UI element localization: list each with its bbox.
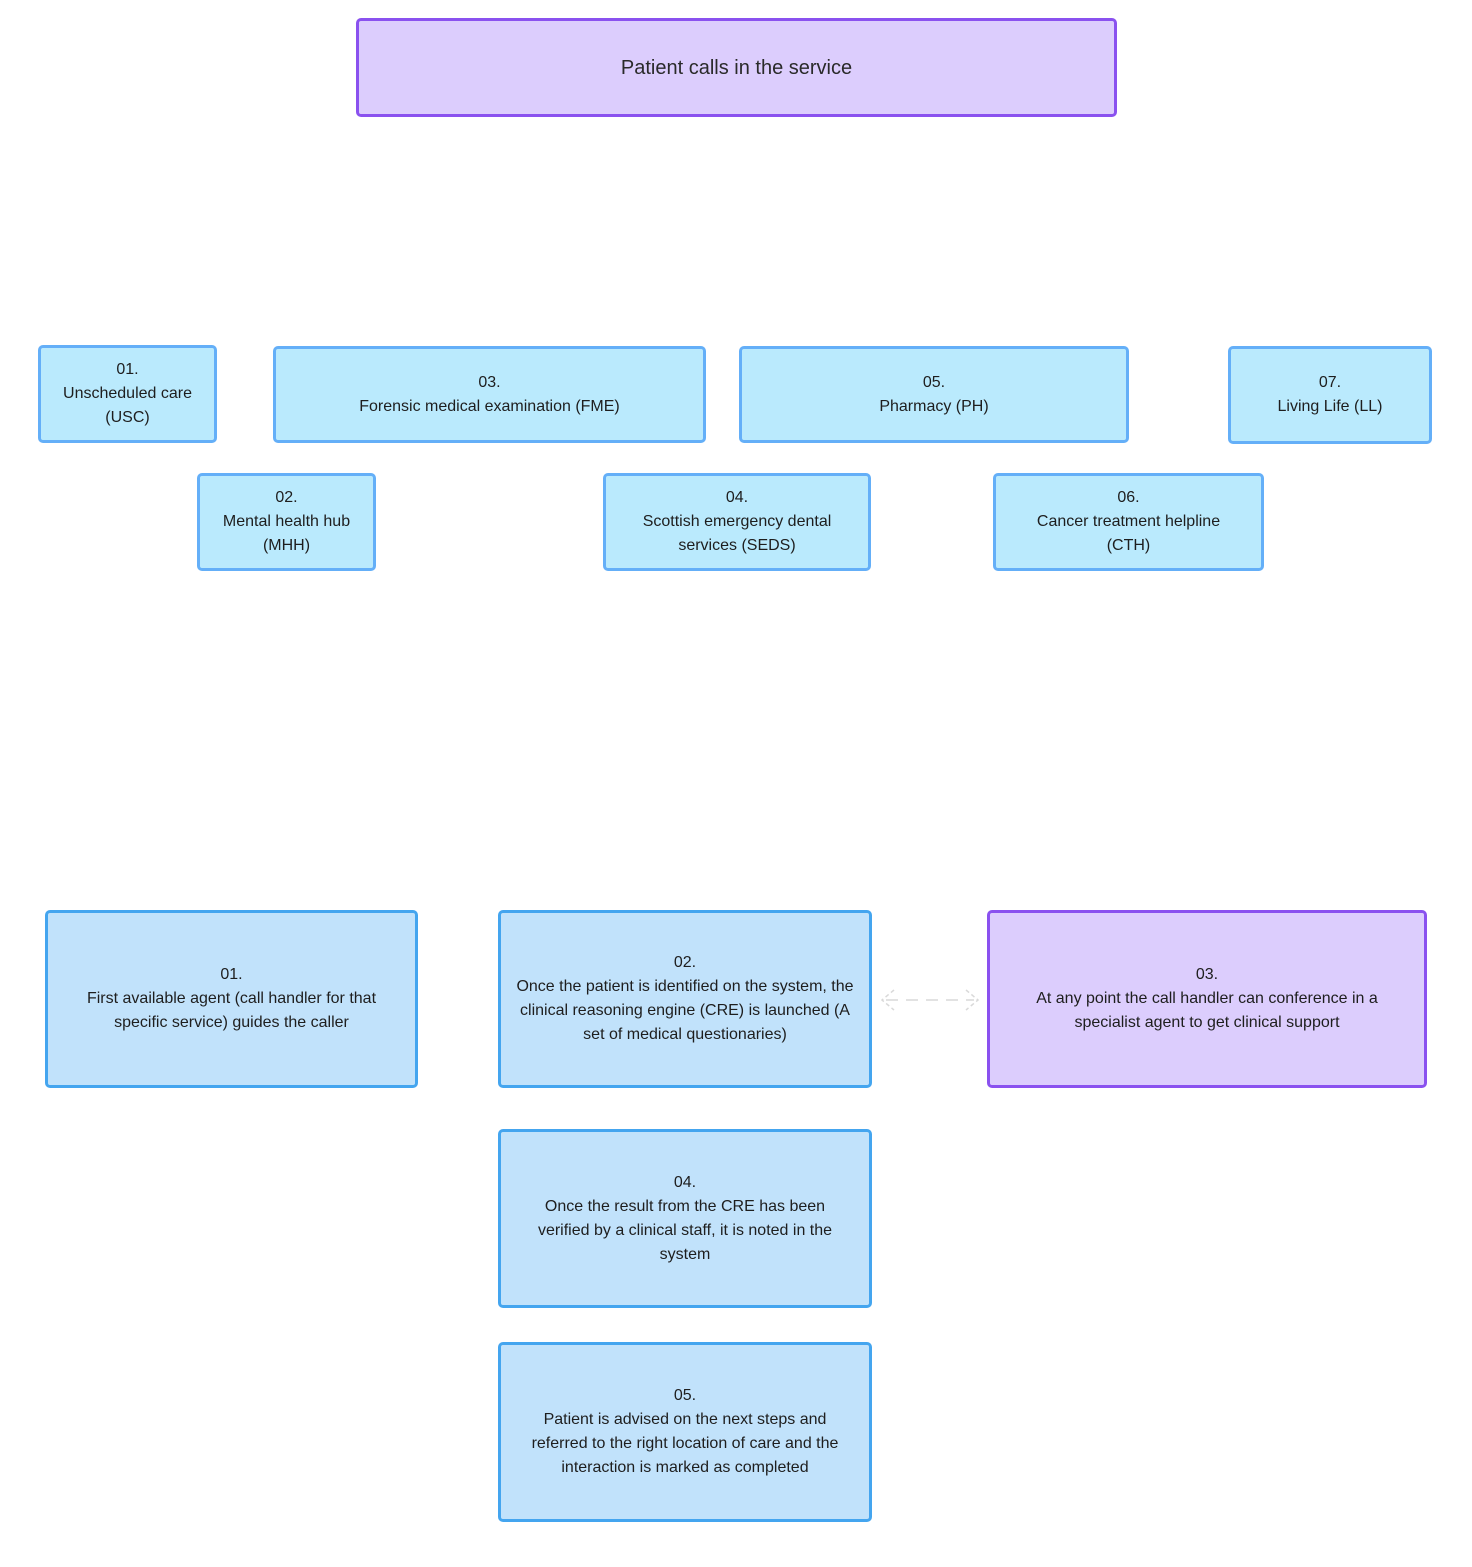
service-node-ph: 05. Pharmacy (PH) (739, 346, 1129, 443)
step-label: At any point the call handler can confer… (1036, 990, 1378, 1031)
service-label: Mental health hub (MHH) (222, 513, 351, 554)
service-number: 07. (1318, 374, 1342, 391)
step-label: Once the result from the CRE has been ve… (537, 1197, 833, 1263)
service-number: 04. (725, 489, 749, 506)
service-label: Scottish emergency dental services (SEDS… (642, 513, 832, 554)
service-label: Cancer treatment helpline (CTH) (1036, 513, 1221, 554)
arrowhead-right-icon (965, 989, 980, 1011)
step-number: 03. (1195, 966, 1219, 983)
service-node-cth: 06. Cancer treatment helpline (CTH) (993, 473, 1264, 571)
step-node-01: 01. First available agent (call handler … (45, 910, 418, 1088)
step-number: 02. (673, 954, 697, 971)
service-number: 05. (922, 373, 946, 391)
bidirectional-connector (880, 989, 980, 1011)
step-number: 05. (673, 1387, 697, 1404)
service-label: Living Life (LL) (1277, 398, 1383, 415)
service-node-mhh: 02. Mental health hub (MHH) (197, 473, 376, 571)
patient-calls-node: Patient calls in the service (356, 18, 1117, 117)
step-node-04: 04. Once the result from the CRE has bee… (498, 1129, 872, 1308)
step-label: First available agent (call handler for … (86, 990, 377, 1031)
step-number: 04. (673, 1173, 697, 1191)
step-label: Once the patient is identified on the sy… (516, 978, 854, 1043)
step-number: 01. (220, 966, 243, 983)
step-node-02: 02. Once the patient is identified on th… (498, 910, 872, 1088)
service-label: Pharmacy (PH) (879, 397, 989, 415)
service-label: Unscheduled care (USC) (63, 385, 192, 426)
step-label: Patient is advised on the next steps and… (531, 1411, 839, 1476)
service-number: 01. (116, 361, 139, 378)
service-number: 03. (478, 373, 501, 391)
service-node-fme: 03. Forensic medical examination (FME) (273, 346, 706, 443)
arrowhead-left-icon (880, 989, 895, 1011)
service-node-ll: 07. Living Life (LL) (1228, 346, 1432, 444)
service-label: Forensic medical examination (FME) (359, 397, 620, 415)
service-node-seds: 04. Scottish emergency dental services (… (603, 473, 871, 571)
service-number: 02. (275, 489, 298, 506)
patient-calls-label: Patient calls in the service (620, 56, 853, 79)
step-node-05: 05. Patient is advised on the next steps… (498, 1342, 872, 1522)
step-node-03: 03. At any point the call handler can co… (987, 910, 1427, 1088)
service-node-usc: 01. Unscheduled care (USC) (38, 345, 217, 443)
service-number: 06. (1117, 489, 1140, 506)
